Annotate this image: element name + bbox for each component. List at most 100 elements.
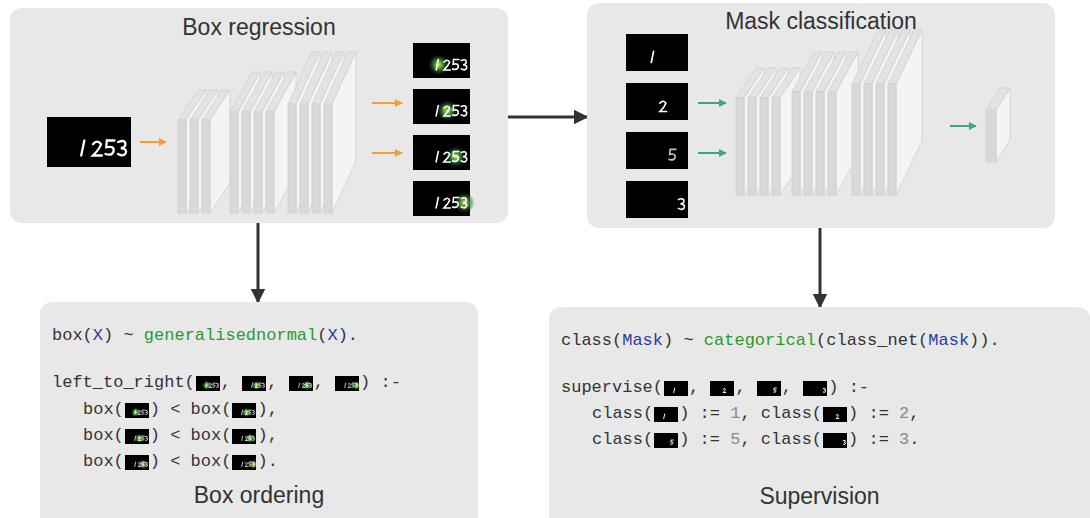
heatmap-blob xyxy=(242,407,252,417)
handwritten-digit xyxy=(141,462,144,466)
distribution-name: categorical xyxy=(704,331,816,351)
handwritten-digit xyxy=(461,106,467,116)
code-line: class() := 1, class() := 2, xyxy=(592,404,919,424)
panel-title: Supervision xyxy=(759,483,879,509)
handwritten-digit xyxy=(461,152,467,162)
mask-thumbnail xyxy=(664,381,688,396)
code-token: ), xyxy=(257,400,277,420)
layer-front xyxy=(864,84,872,195)
code-token: ( xyxy=(317,326,327,346)
box-thumbnail xyxy=(232,429,256,444)
handwritten-digit xyxy=(93,142,102,156)
handwritten-digit xyxy=(245,462,248,466)
code-token: left_to_right( xyxy=(52,373,195,393)
digit-image xyxy=(232,403,256,418)
handwritten-digit xyxy=(453,197,459,207)
handwritten-digit xyxy=(249,410,252,414)
handwritten-digit xyxy=(216,383,218,387)
handwritten-digit xyxy=(134,436,136,441)
code-line: box(X) ~ generalisednormal(X). xyxy=(52,326,358,346)
code-token: class( xyxy=(592,404,653,424)
handwritten-digit xyxy=(145,462,147,466)
handwritten-digit xyxy=(81,141,84,156)
flow-arrow xyxy=(698,102,726,104)
distribution-name: generalisednormal xyxy=(144,326,317,346)
layer-side xyxy=(996,88,1010,162)
code-token: ). xyxy=(257,452,277,472)
handwritten-digit xyxy=(671,440,674,444)
panel-title: Mask classification xyxy=(725,8,917,34)
handwritten-digit xyxy=(138,436,141,440)
digit-image xyxy=(626,83,688,120)
code-token: , xyxy=(221,373,241,393)
digit-image xyxy=(823,433,847,448)
handwritten-digit xyxy=(242,462,244,467)
digit-image xyxy=(710,381,734,396)
class-number: 3 xyxy=(899,430,909,450)
flow-arrow xyxy=(950,125,976,127)
mask-thumbnail xyxy=(654,433,678,448)
handwritten-digit xyxy=(209,383,212,387)
flow-arrow xyxy=(372,102,402,104)
code-line: box() < box(). xyxy=(83,452,278,472)
box-thumbnail xyxy=(232,403,256,418)
mask-thumbnail xyxy=(823,433,847,448)
handwritten-digit xyxy=(651,51,653,62)
code-token: box( xyxy=(83,426,124,446)
handwritten-digit xyxy=(138,410,141,414)
box-thumbnail xyxy=(335,376,359,391)
layer-front xyxy=(288,104,296,213)
handwritten-digit xyxy=(461,198,467,208)
layer-side xyxy=(896,30,922,195)
handwritten-digit xyxy=(134,410,136,415)
handwritten-digit xyxy=(145,410,147,414)
layer-front xyxy=(772,98,780,195)
layer-front xyxy=(736,98,744,195)
digit-image xyxy=(125,455,149,470)
box-thumbnail xyxy=(125,455,149,470)
heatmap-blob xyxy=(252,380,262,390)
handwritten-digit xyxy=(251,383,253,388)
code-token: , xyxy=(689,378,709,398)
layer-front xyxy=(852,84,860,195)
code-token: ), xyxy=(257,426,277,446)
code-token: ) := xyxy=(848,404,899,424)
handwritten-digit xyxy=(444,106,450,116)
code-token: , xyxy=(782,378,802,398)
code-token: supervise( xyxy=(561,378,663,398)
handwritten-digit xyxy=(141,410,144,414)
layer-front xyxy=(266,112,274,213)
digit-image xyxy=(196,376,220,391)
layer-front xyxy=(816,92,824,195)
stage-panel: Box regression xyxy=(10,8,508,223)
code-token: ) := xyxy=(679,430,730,450)
handwritten-digit xyxy=(461,60,467,70)
handwritten-digit xyxy=(309,383,311,387)
heatmap-blob xyxy=(202,380,212,390)
code-token: ) :- xyxy=(360,373,401,393)
flow-arrow xyxy=(698,152,726,154)
code-panel: Box orderingbox(X) ~ generalisednormal(X… xyxy=(40,302,478,518)
handwritten-digit xyxy=(205,383,207,388)
layer-front xyxy=(190,120,198,213)
layer-front xyxy=(202,120,210,213)
code-token: )). xyxy=(969,331,1000,351)
handwritten-digit xyxy=(253,436,255,440)
digit-image xyxy=(654,407,678,422)
box-thumbnail xyxy=(125,403,149,418)
layer-front xyxy=(178,120,186,213)
handwritten-digit xyxy=(348,383,351,387)
layer-front xyxy=(986,110,996,162)
flow-connector xyxy=(819,228,822,307)
digit-image xyxy=(626,132,688,169)
variable-name: X xyxy=(327,326,337,346)
handwritten-digit xyxy=(253,410,255,414)
digit-image xyxy=(664,381,688,396)
code-token: ) ~ xyxy=(103,326,144,346)
code-token: box( xyxy=(83,452,124,472)
layer-side xyxy=(210,90,230,213)
layer-front xyxy=(760,98,768,195)
panel-title: Box regression xyxy=(182,14,335,40)
handwritten-digit xyxy=(453,151,459,161)
code-token: ) < box( xyxy=(150,426,232,446)
